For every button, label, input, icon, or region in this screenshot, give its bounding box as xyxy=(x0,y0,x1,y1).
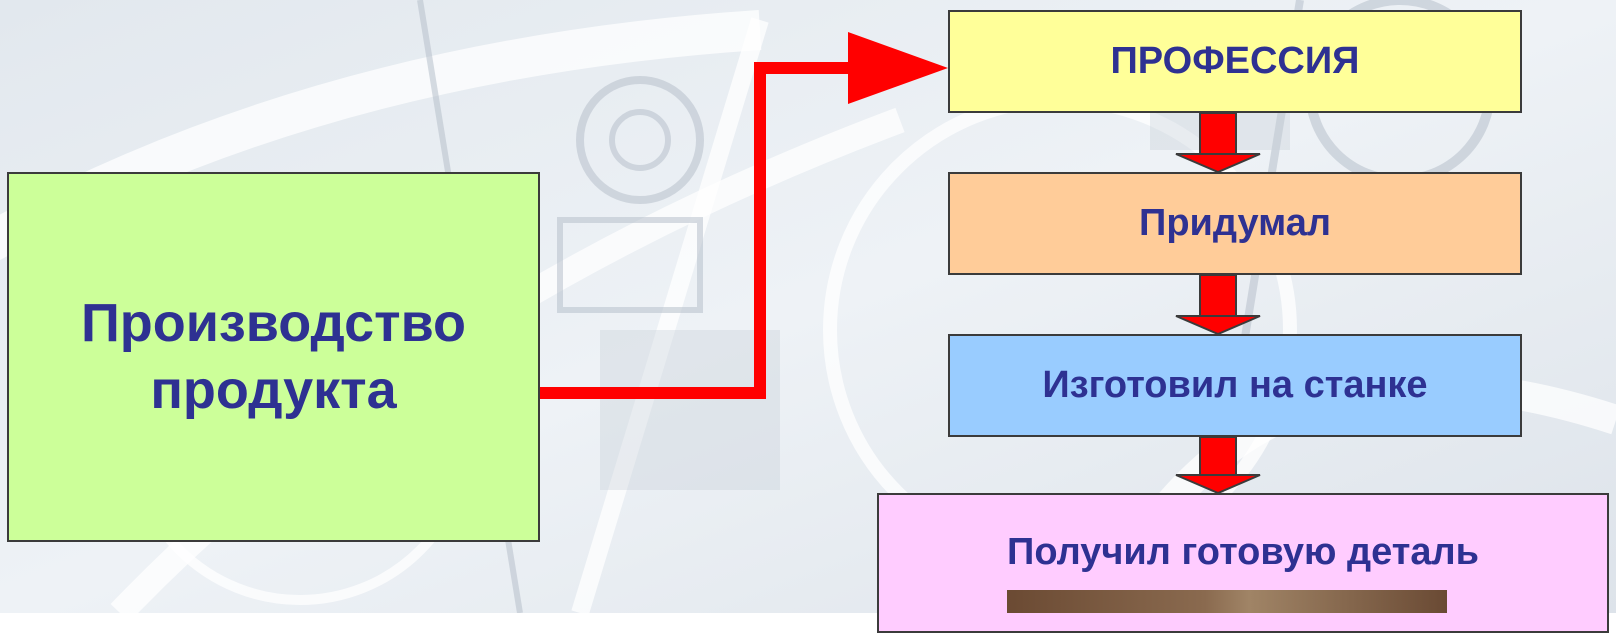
step-box-invented: Придумал xyxy=(948,172,1522,275)
source-label-line1: Производство xyxy=(80,292,467,353)
connector-source-to-profession xyxy=(540,62,855,399)
down-arrow-2 xyxy=(1175,274,1261,336)
step-label: Изготовил на станке xyxy=(1042,364,1428,406)
source-label: Производство продукта xyxy=(71,290,476,425)
down-arrow-1 xyxy=(1175,112,1261,174)
connectors xyxy=(540,32,1261,495)
step-box-profession: ПРОФЕССИЯ xyxy=(948,10,1522,113)
source-label-line2: продукта xyxy=(150,360,397,420)
step-label: Получил готовую деталь xyxy=(1007,531,1479,573)
step-label: ПРОФЕССИЯ xyxy=(1110,40,1360,82)
step-label: Придумал xyxy=(1139,202,1331,244)
step-box-manufactured: Изготовил на станке xyxy=(948,334,1522,437)
step-box-finished-part: Получил готовую деталь xyxy=(877,493,1609,633)
source-box: Производство продукта xyxy=(7,172,540,542)
finished-part-photo xyxy=(1007,590,1447,613)
down-arrow-3 xyxy=(1175,436,1261,495)
arrowhead-profession xyxy=(848,32,948,104)
